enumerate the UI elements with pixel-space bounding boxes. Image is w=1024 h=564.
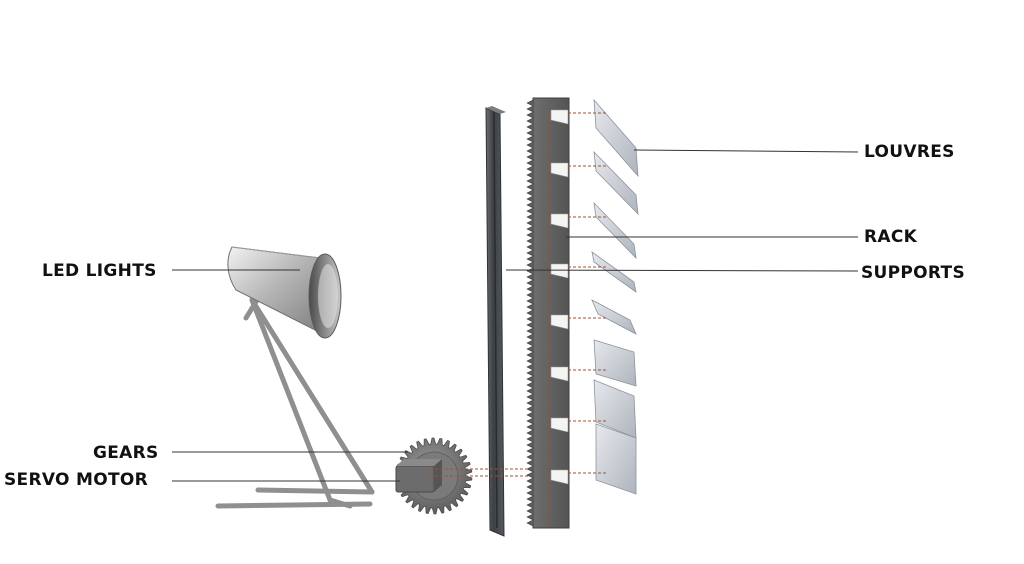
louvre-panel: [593, 150, 639, 216]
leader-lines: [172, 149, 859, 482]
louvre-panel: [593, 201, 637, 260]
lamp-stand: [215, 289, 375, 509]
label-servo-motor: SERVO MOTOR: [4, 470, 148, 490]
rack-notch: [550, 213, 569, 229]
label-louvres: LOUVRES: [864, 142, 955, 162]
lamp: [215, 246, 375, 509]
rack-notch: [550, 469, 569, 485]
louvre-panel: [595, 423, 637, 495]
rack-teeth: [526, 99, 534, 527]
rack-notch: [550, 314, 569, 330]
rack-notch: [550, 263, 569, 279]
rack-notch: [550, 366, 569, 382]
dashed-guides: [430, 110, 606, 526]
rack: [526, 97, 570, 529]
leader-louvres: [633, 149, 859, 153]
louvres: [591, 98, 639, 495]
louvre-panel: [591, 299, 637, 335]
louvre-panel: [593, 98, 639, 178]
lamp-shade: [227, 246, 342, 339]
label-gears: GEARS: [93, 443, 159, 463]
label-rack: RACK: [864, 227, 918, 247]
rack-notch: [550, 162, 569, 178]
rack-notch: [550, 417, 569, 433]
rack-notch: [550, 109, 569, 125]
label-supports: SUPPORTS: [861, 263, 965, 283]
label-led-lights: LED LIGHTS: [42, 261, 157, 281]
leader-supports: [505, 269, 859, 272]
louvre-panel: [591, 251, 637, 293]
louvre-panel: [593, 339, 637, 387]
support-channel: [485, 106, 506, 537]
